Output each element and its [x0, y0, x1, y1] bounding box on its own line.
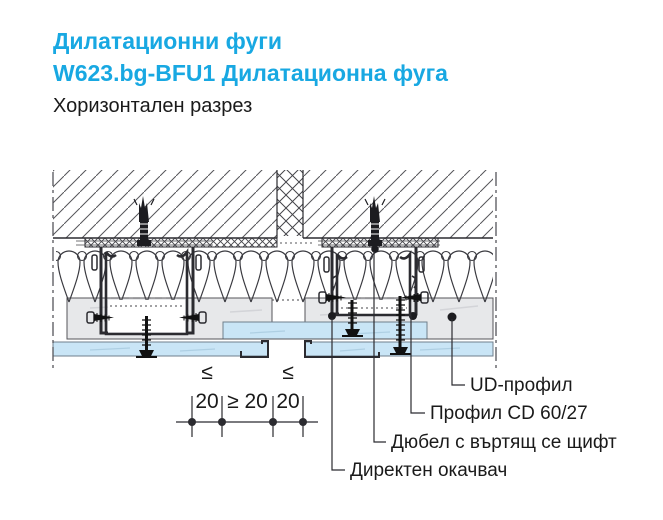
dim-left-upper: ≤ — [201, 361, 213, 384]
callout-label-direct-hanger: Директен окачвач — [350, 460, 508, 481]
dowel-left — [133, 196, 155, 246]
cd-profile-right — [335, 249, 412, 317]
cd-profile-left — [104, 247, 189, 336]
dimension-line — [176, 396, 318, 437]
system-code-title: W623.bg-BFU1 Дилатационна фуга — [53, 60, 448, 86]
section-subtitle: Хоризонтален разрез — [53, 95, 253, 117]
hanger-rivet-left — [328, 312, 336, 320]
callout-label-cd-profile: Профил CD 60/27 — [430, 403, 588, 424]
dim-right-value: 20 — [276, 390, 300, 413]
dowel-right — [364, 196, 386, 253]
cd-assembly-left — [86, 196, 207, 358]
callout-label-dowel: Дюбел с въртящ се щифт — [391, 432, 617, 453]
face-board-layer — [52, 341, 494, 357]
dim-middle-value: ≥ 20 — [227, 390, 268, 413]
dim-left-value: 20 — [195, 390, 219, 413]
ud-reference-dot — [447, 312, 457, 322]
side-screws-right — [318, 291, 429, 304]
section-cut-lines — [52, 172, 497, 368]
callout-leader-lines — [331, 251, 465, 471]
board-screws-right — [342, 296, 411, 355]
ud-edge-profiles — [240, 340, 380, 358]
board-screw-left — [136, 316, 157, 358]
dim-right-upper: ≤ — [282, 361, 294, 384]
page-title: Дилатационни фуги — [53, 28, 282, 54]
callout-label-ud-profile: UD-профил — [470, 375, 573, 396]
hidden-edge-lines — [100, 297, 416, 301]
concrete-slab — [53, 170, 493, 239]
side-screws-left — [86, 311, 207, 324]
splice-board — [222, 321, 428, 340]
building-expansion-joint — [270, 170, 312, 244]
hanger-strap-band — [76, 237, 440, 248]
